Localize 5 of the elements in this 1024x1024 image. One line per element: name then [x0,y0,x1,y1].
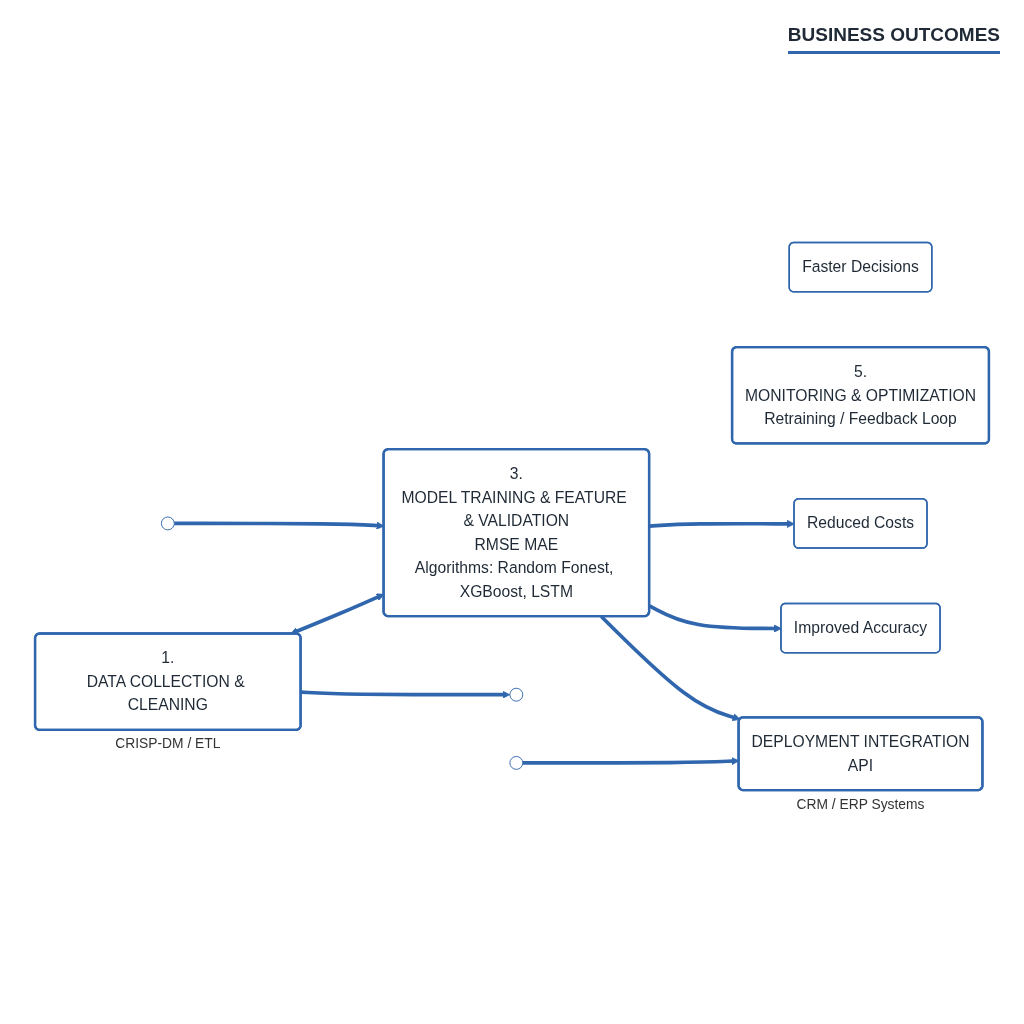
section-heading: BUSINESS OUTCOMES [787,24,1000,54]
node-caption: CRM / ERP Systems [796,795,925,812]
arrow [649,519,795,528]
node-caption: CRISP-DM / ETL [115,735,221,752]
arrow [300,690,511,699]
